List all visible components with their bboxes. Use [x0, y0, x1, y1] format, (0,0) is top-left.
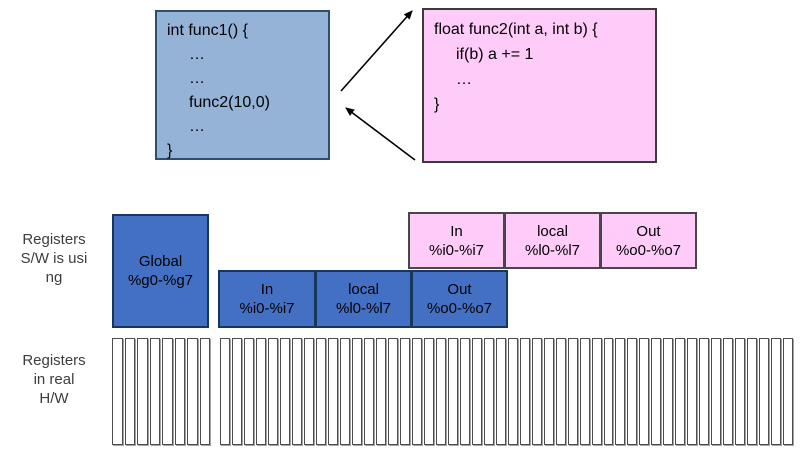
register-name: In: [260, 281, 274, 298]
register-range: %i0-%i7: [428, 241, 485, 259]
code-line: }: [434, 96, 440, 113]
hw-register-cell: [675, 338, 686, 445]
hw-register-cell: [747, 338, 758, 445]
hw-register-cell: [483, 338, 494, 445]
code-line: …: [189, 118, 205, 135]
register-name: local: [537, 222, 568, 240]
hw-register-cell: [627, 338, 638, 445]
code-line: int func1() {: [167, 22, 248, 39]
hw-register-cell: [687, 338, 698, 445]
func1-out-register-box: Out %o0-%o7: [411, 270, 508, 328]
hw-register-cell: [399, 338, 410, 445]
hw-register-cell: [447, 338, 458, 445]
hw-register-cell: [423, 338, 434, 445]
hw-register-cell: [555, 338, 566, 445]
hw-register-cell: [711, 338, 722, 445]
hw-register-cell: [615, 338, 626, 445]
hw-register-cell: [199, 338, 210, 445]
hw-register-cell: [137, 338, 148, 445]
hw-register-cell: [531, 338, 542, 445]
hw-register-cell: [303, 338, 314, 445]
hw-register-cell: [231, 338, 242, 445]
hw-register-cell: [663, 338, 674, 445]
code-line: …: [189, 46, 205, 63]
hw-register-cell: [699, 338, 710, 445]
register-range: %l0-%l7: [524, 241, 581, 259]
register-range: %g0-%g7: [127, 272, 194, 289]
hw-register-cell: [603, 338, 614, 445]
hw-register-cell: [112, 338, 123, 445]
func1-code-box: int func1() { … … func2(10,0) … }: [155, 10, 330, 160]
code-line: …: [189, 70, 205, 87]
register-range: %l0-%l7: [335, 300, 392, 317]
hw-register-cell: [149, 338, 160, 445]
func1-local-register-box: local %l0-%l7: [315, 270, 412, 328]
func2-local-register-box: local %l0-%l7: [504, 212, 601, 269]
register-name: local: [348, 281, 379, 298]
hw-register-cell: [411, 338, 422, 445]
hw-global-register-cells: [112, 338, 210, 445]
code-line: …: [456, 71, 472, 88]
func1-in-register-box: In %i0-%i7: [218, 270, 316, 328]
hw-register-cell: [543, 338, 554, 445]
hw-register-cell: [351, 338, 362, 445]
hw-register-cell: [279, 338, 290, 445]
hw-register-cell: [243, 338, 254, 445]
global-register-box: Global %g0-%g7: [112, 214, 209, 328]
hw-register-cell: [735, 338, 746, 445]
code-line: if(b) a += 1: [456, 46, 534, 63]
code-line: func2(10,0): [189, 94, 270, 111]
register-range: %o0-%o7: [615, 241, 682, 259]
hw-register-cell: [495, 338, 506, 445]
hw-register-cell: [187, 338, 198, 445]
call-arrow: [340, 10, 413, 92]
sw-registers-label: Registers S/W is usi ng: [20, 231, 88, 286]
code-line: float func2(int a, int b) {: [434, 21, 598, 38]
func2-code-box: float func2(int a, int b) { if(b) a += 1…: [422, 8, 657, 163]
hw-register-cell: [759, 338, 770, 445]
hw-register-cell: [363, 338, 374, 445]
register-name: Global: [138, 253, 183, 270]
hw-register-cell: [591, 338, 602, 445]
hw-register-cell: [567, 338, 578, 445]
hw-register-cell: [651, 338, 662, 445]
register-name: In: [450, 222, 463, 240]
hw-register-cell: [387, 338, 398, 445]
hw-register-cell: [579, 338, 590, 445]
hw-register-cell: [519, 338, 530, 445]
hw-register-cell: [771, 338, 782, 445]
hw-register-cell: [471, 338, 482, 445]
func2-in-register-box: In %i0-%i7: [408, 212, 505, 269]
register-range: %i0-%i7: [239, 300, 295, 317]
hw-register-cell: [639, 338, 650, 445]
func2-out-register-box: Out %o0-%o7: [600, 212, 697, 269]
hw-window-register-cells: [220, 338, 794, 445]
hw-register-cell: [327, 338, 338, 445]
register-name: Out: [636, 222, 661, 240]
hw-registers-label: Registers in real H/W: [22, 352, 86, 407]
hw-register-cell: [220, 338, 230, 445]
hw-register-cell: [162, 338, 173, 445]
hw-register-cell: [174, 338, 185, 445]
hw-register-cell: [124, 338, 135, 445]
hw-register-cell: [435, 338, 446, 445]
hw-register-cell: [783, 338, 794, 445]
hw-register-cell: [723, 338, 734, 445]
hw-register-cell: [507, 338, 518, 445]
hw-register-cell: [291, 338, 302, 445]
return-arrow: [345, 107, 416, 161]
hw-register-cell: [375, 338, 386, 445]
hw-register-cell: [255, 338, 266, 445]
register-name: Out: [447, 281, 472, 298]
code-line: }: [167, 142, 173, 159]
register-range: %o0-%o7: [426, 300, 493, 317]
hw-register-cell: [339, 338, 350, 445]
hw-register-cell: [267, 338, 278, 445]
hw-register-cell: [459, 338, 470, 445]
hw-register-cell: [315, 338, 326, 445]
